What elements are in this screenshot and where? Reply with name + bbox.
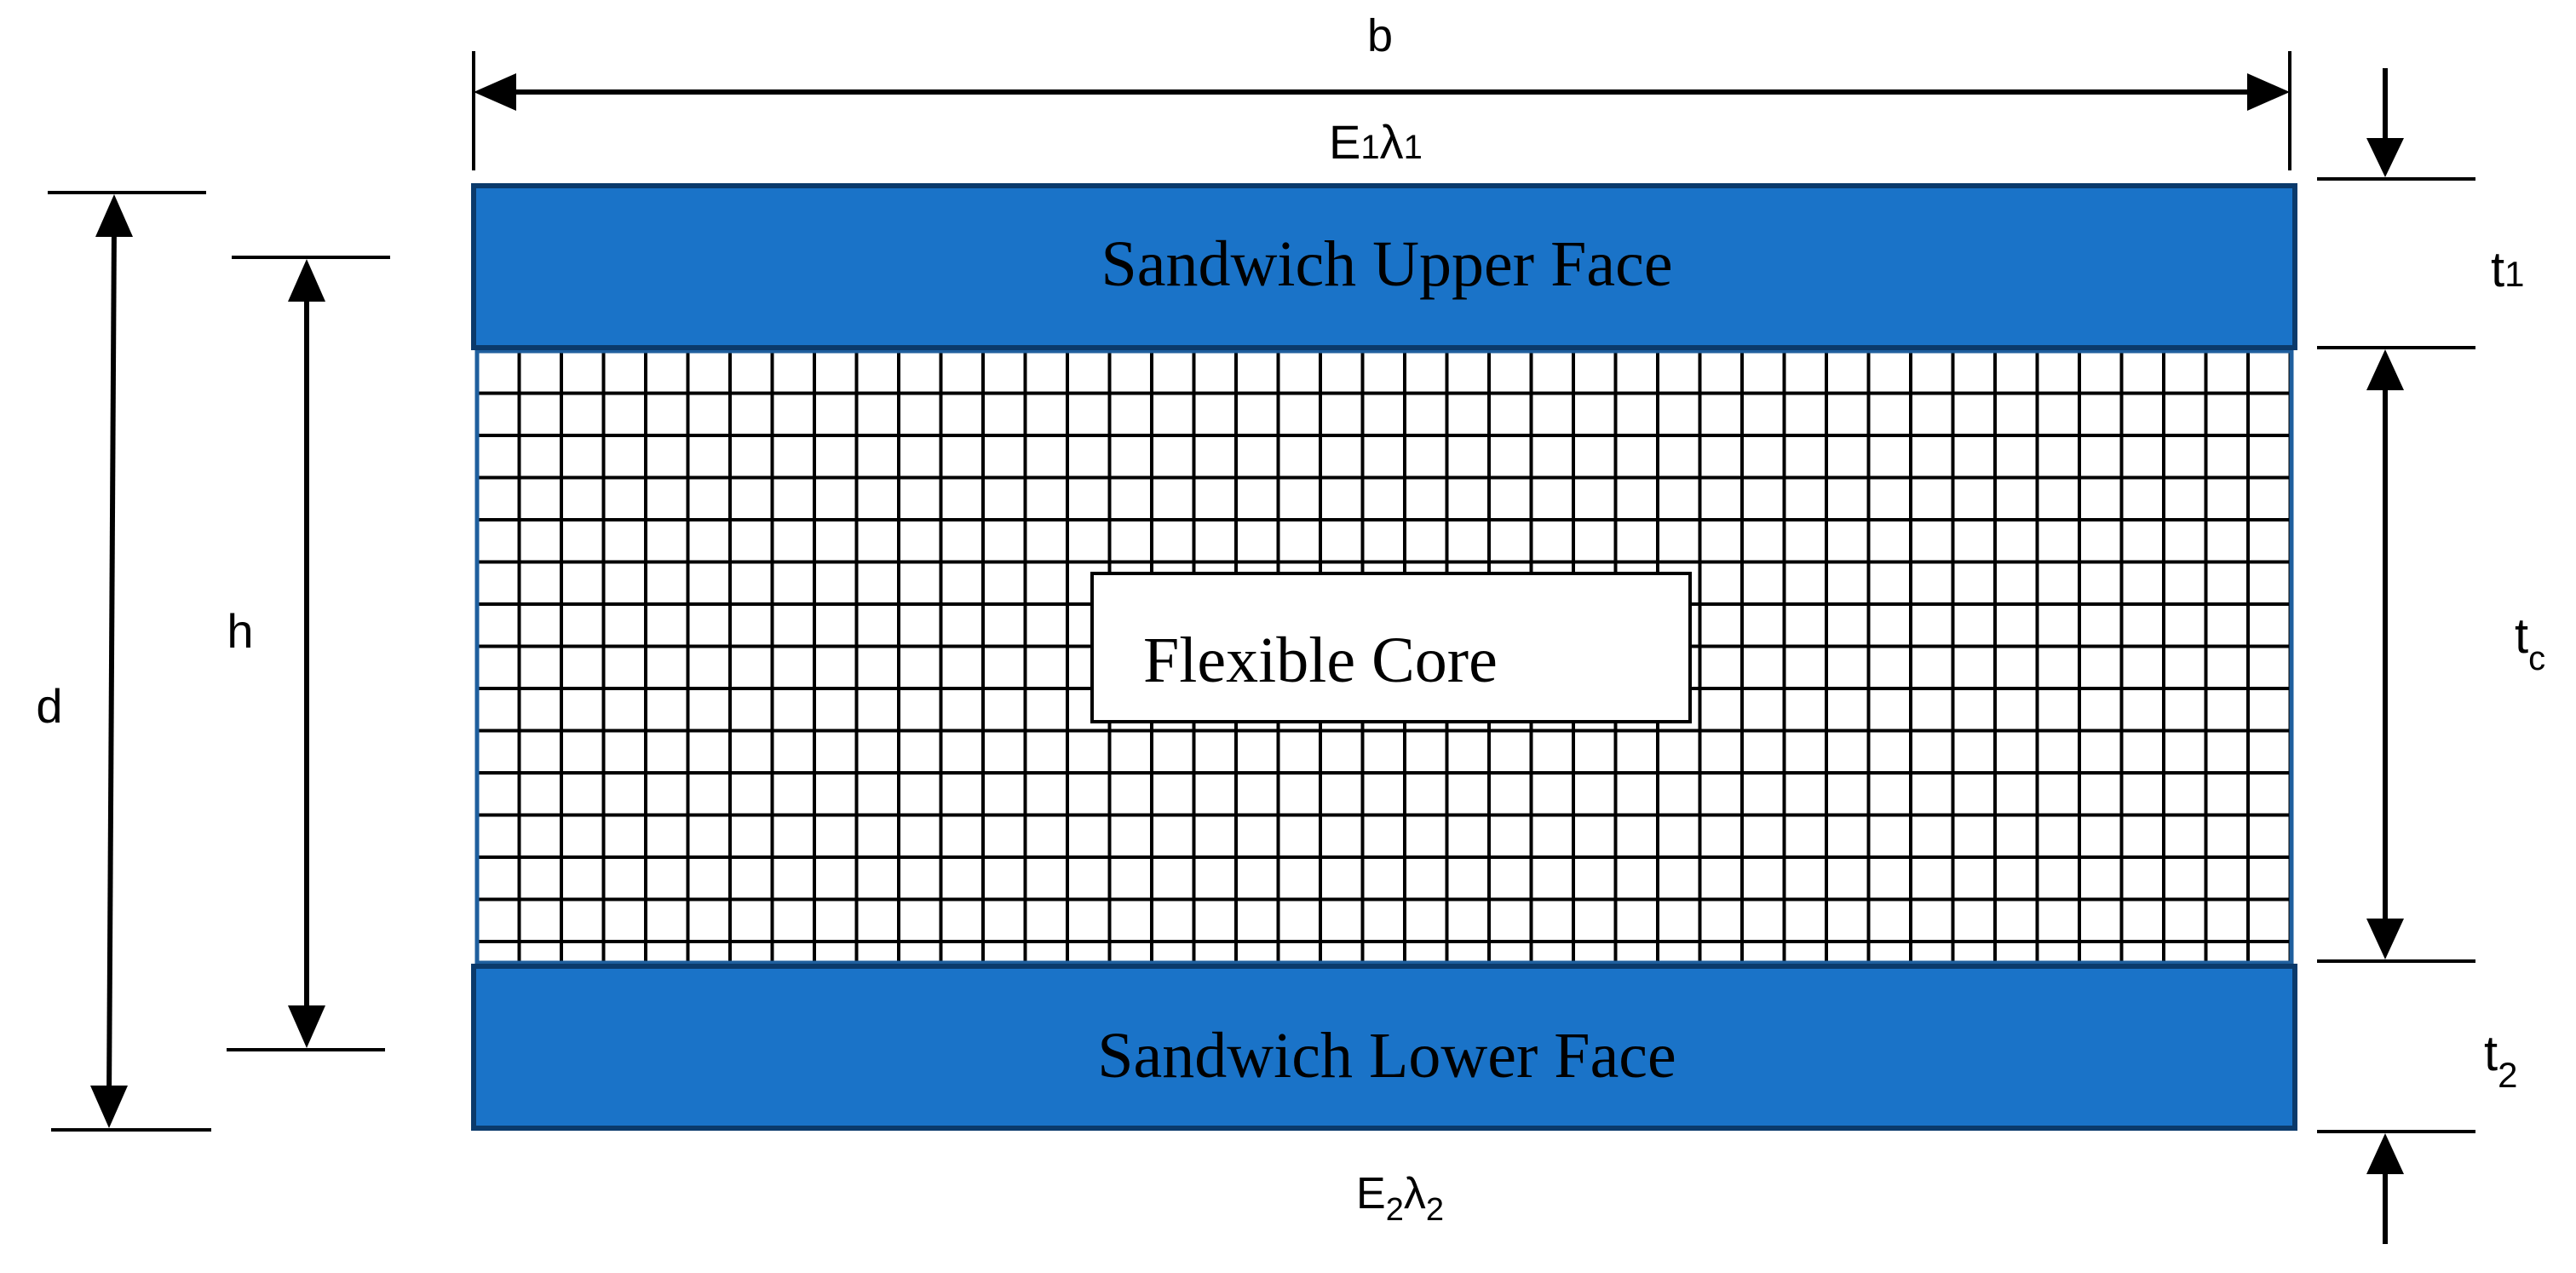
t1-label: t1 [2491, 242, 2524, 297]
t2-label: t2 [2484, 1026, 2517, 1095]
lower-face-plate [471, 964, 2297, 1131]
core-grid-pattern [477, 351, 2291, 963]
h-arrowhead-bottom [288, 1005, 325, 1048]
t1-arrowhead [2366, 138, 2404, 177]
lower-face-label: Sandwich Lower Face [1097, 1020, 1676, 1092]
lower-face: Sandwich Lower Face [471, 964, 2297, 1131]
t2-arrowhead [2366, 1133, 2404, 1174]
core-label-box: Flexible Core [1090, 572, 1692, 723]
depth-label: d [36, 679, 62, 733]
t2-dimension: t2 [2317, 1026, 2517, 1244]
upper-face: Sandwich Upper Face [471, 183, 2297, 350]
t1-dimension: t1 [2317, 68, 2524, 297]
tc-label: tc [2515, 608, 2545, 677]
depth-dimension-line [106, 222, 117, 1102]
core-label: Flexible Core [1143, 625, 1498, 696]
depth-arrowhead-top [95, 194, 133, 237]
core-border [474, 348, 2294, 965]
width-arrowhead-left [474, 73, 516, 111]
width-arrowhead-right [2247, 73, 2290, 111]
upper-face-plate [471, 183, 2297, 350]
tc-arrowhead-bottom [2366, 919, 2404, 959]
tc-dimension: tc [2317, 346, 2545, 963]
tc-arrowhead-top [2366, 349, 2404, 390]
total-depth-dimension: d [36, 191, 211, 1132]
depth-arrowhead-bottom [90, 1086, 128, 1128]
h-arrowhead-top [288, 259, 325, 302]
upper-material-props: E1λ1 [1329, 115, 1423, 169]
h-label: h [227, 604, 253, 658]
core-region [474, 348, 2294, 965]
lower-material-props: E2λ2 [1356, 1169, 1444, 1228]
core-label-background [1090, 572, 1692, 723]
upper-face-label: Sandwich Upper Face [1101, 228, 1672, 300]
width-dimension: b [472, 10, 2291, 170]
width-label: b [1367, 10, 1393, 61]
centroid-distance-dimension: h [227, 256, 390, 1051]
